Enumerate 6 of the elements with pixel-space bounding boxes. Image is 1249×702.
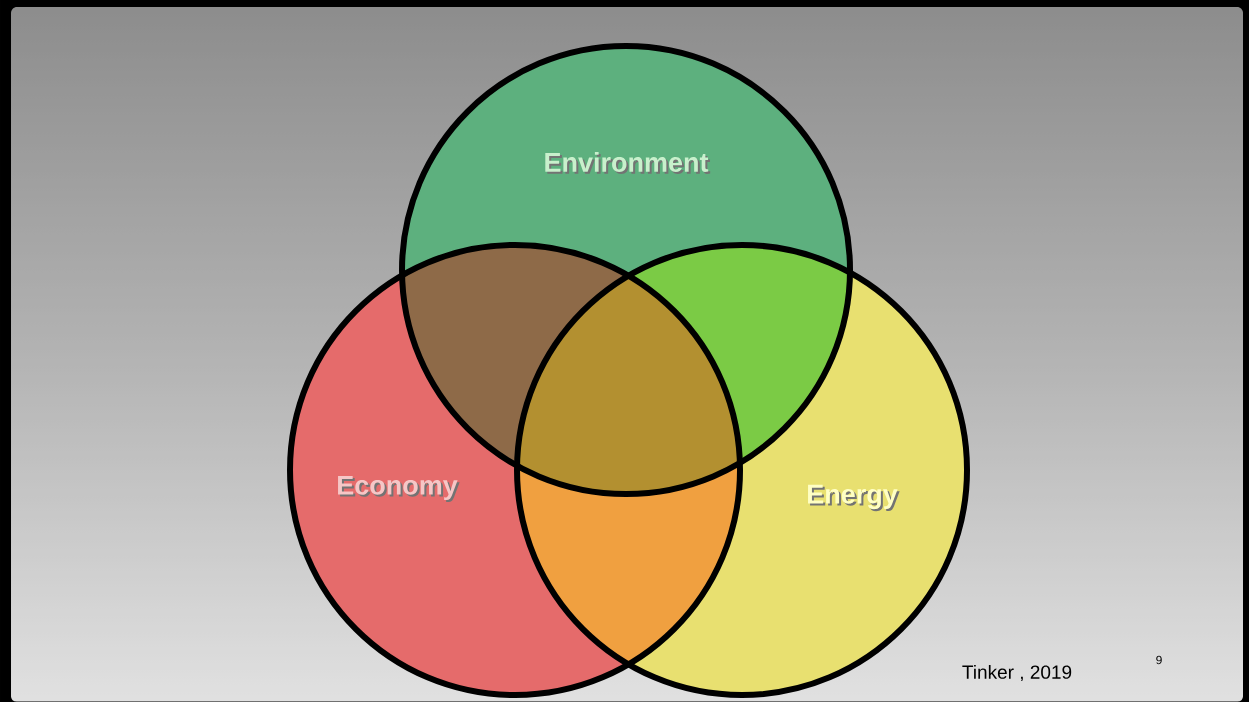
circle-label: Environment	[545, 152, 709, 172]
citation: Tinker , 2019	[962, 664, 1072, 682]
page-number: 9	[1156, 655, 1162, 665]
circle-label: Energy	[808, 484, 898, 510]
venn-circle	[287, 242, 743, 698]
circle-label: Economy	[338, 475, 458, 501]
